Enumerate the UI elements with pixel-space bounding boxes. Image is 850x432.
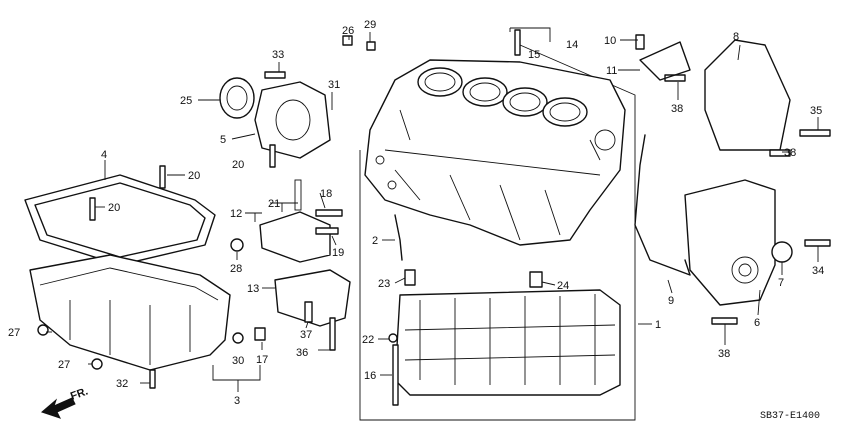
callout-38c[interactable]: 38 — [718, 348, 730, 360]
callout-28[interactable]: 28 — [230, 263, 242, 275]
callout-24[interactable]: 24 — [557, 280, 569, 292]
callout-32[interactable]: 32 — [116, 378, 128, 390]
callout-10[interactable]: 10 — [604, 35, 616, 47]
callout-38b[interactable]: 38 — [784, 147, 796, 159]
stiffener-bracket[interactable] — [274, 269, 351, 327]
direction-label: FR. — [69, 385, 90, 402]
callout-15[interactable]: 15 — [528, 49, 540, 61]
cylinder-block[interactable] — [364, 59, 626, 246]
callout-27a[interactable]: 27 — [8, 327, 20, 339]
callout-18[interactable]: 18 — [320, 188, 332, 200]
callout-34[interactable]: 34 — [812, 265, 824, 277]
oil-pan[interactable] — [29, 254, 231, 371]
dipstick-tube[interactable] — [394, 214, 403, 261]
callout-30[interactable]: 30 — [232, 355, 244, 367]
callout-25[interactable]: 25 — [180, 95, 192, 107]
callout-13[interactable]: 13 — [247, 283, 259, 295]
callout-26[interactable]: 26 — [342, 25, 354, 37]
callout-3[interactable]: 3 — [234, 395, 240, 407]
callout-19[interactable]: 19 — [332, 247, 344, 259]
main-bearing-cap-bridge[interactable] — [394, 289, 621, 396]
engine-mount-bracket[interactable] — [259, 179, 331, 263]
callout-16[interactable]: 16 — [364, 370, 376, 382]
callout-labels: 1 2 3 4 5 6 7 8 9 10 11 12 13 14 15 16 1… — [8, 19, 824, 407]
callout-20a[interactable]: 20 — [188, 170, 200, 182]
oil-seal[interactable] — [219, 77, 255, 119]
callout-20b[interactable]: 20 — [108, 202, 120, 214]
callout-33[interactable]: 33 — [272, 49, 284, 61]
callout-21[interactable]: 21 — [268, 198, 280, 210]
callout-17[interactable]: 17 — [256, 354, 268, 366]
callout-20c[interactable]: 20 — [232, 159, 244, 171]
callout-31[interactable]: 31 — [328, 79, 340, 91]
timing-cover-upper[interactable] — [704, 39, 791, 151]
callout-11[interactable]: 11 — [606, 65, 617, 77]
oil-pan-gasket[interactable] — [24, 174, 216, 266]
callout-4[interactable]: 4 — [101, 149, 107, 161]
callout-5[interactable]: 5 — [220, 134, 226, 146]
timing-cover-gasket[interactable] — [634, 134, 691, 276]
diagram-code: SB37-E1400 — [760, 411, 820, 422]
callout-29[interactable]: 29 — [364, 19, 376, 31]
leader-lines — [46, 27, 819, 392]
callout-1[interactable]: 1 — [655, 319, 661, 331]
callout-22[interactable]: 22 — [362, 334, 374, 346]
callout-14[interactable]: 14 — [566, 39, 578, 51]
dipstick-tube-seal[interactable] — [771, 241, 793, 263]
callout-2[interactable]: 2 — [372, 235, 378, 247]
timing-cover-lower[interactable] — [684, 179, 776, 306]
callout-6[interactable]: 6 — [754, 317, 760, 329]
callout-8[interactable]: 8 — [733, 31, 739, 43]
callout-38a[interactable]: 38 — [671, 103, 683, 115]
callout-23[interactable]: 23 — [378, 278, 390, 290]
callout-35[interactable]: 35 — [810, 105, 822, 117]
callout-12[interactable]: 12 — [230, 208, 242, 220]
callout-7[interactable]: 7 — [778, 277, 784, 289]
callout-36[interactable]: 36 — [296, 347, 308, 359]
front-arrow-icon — [41, 397, 76, 419]
callout-37[interactable]: 37 — [300, 329, 312, 341]
bolts-studs[interactable] — [37, 29, 831, 406]
oil-seal-housing[interactable] — [254, 81, 331, 159]
callout-9[interactable]: 9 — [668, 295, 674, 307]
callout-27b[interactable]: 27 — [58, 359, 70, 371]
